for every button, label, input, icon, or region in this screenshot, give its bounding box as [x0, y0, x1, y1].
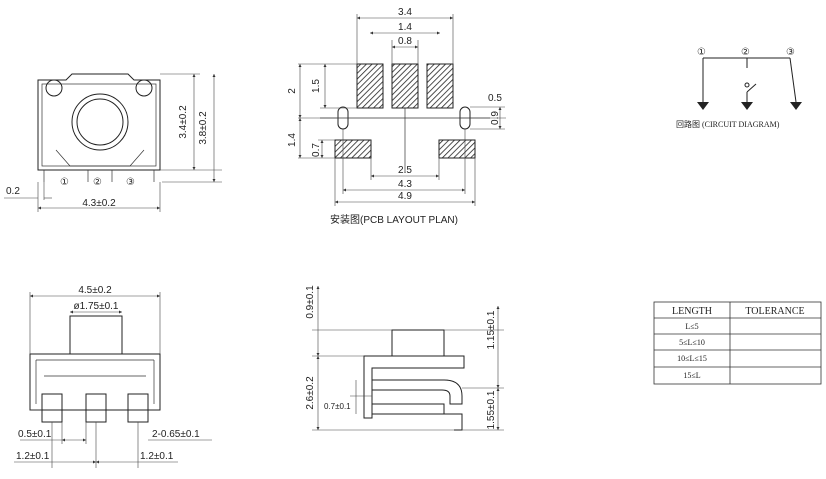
pin-label-2: ② — [93, 177, 102, 188]
side-body — [363, 355, 465, 419]
dim-lead-offset: 0.2 — [6, 186, 20, 197]
pcb-pad-right-bottom — [438, 139, 476, 159]
front-lead-right — [127, 393, 149, 423]
dim-side-top-to-pad: 1.15±0.1 — [486, 310, 497, 349]
table-cell-length-1: L≤5 — [685, 322, 698, 331]
dim-side-body-height: 2.6±0.2 — [305, 376, 316, 410]
dim-height-outer: 3.8±0.2 — [198, 111, 209, 145]
side-actuator — [391, 329, 445, 357]
dim-side-actuator-height: 0.9±0.1 — [305, 285, 316, 319]
pcb-layout-caption: 安装图(PCB LAYOUT PLAN) — [330, 213, 458, 226]
pcb-layout: 3.4 1.4 0.8 2 1.5 1.4 0.7 0.9 0.5 2. — [287, 7, 506, 226]
dim-pcb-pad-height: 1.5 — [311, 79, 322, 93]
ground-arrow-2 — [741, 102, 753, 110]
circuit-pin-3: ③ — [786, 47, 795, 58]
dim-front-width: 4.5±0.2 — [78, 285, 112, 296]
front-actuator — [69, 315, 123, 355]
corner-hole-left — [45, 79, 63, 97]
top-view: ① ② ③ 3.4±0.2 3.8±0.2 0.2 4.3±0.2 — [4, 73, 222, 212]
actuator-inner-circle — [76, 98, 124, 146]
circuit-switch-contact — [744, 82, 750, 88]
tolerance-table: LENGTH TOLERANCE L≤5 5≤L≤10 10≤L≤15 15≤L — [653, 301, 822, 385]
circuit-pin-1: ① — [697, 47, 706, 58]
circuit-diagram: ① ② ③ 回路图 (CIRCUIT DIAGRAM) — [676, 47, 802, 129]
dim-pcb-slot-span: 0.9 — [490, 111, 501, 125]
side-view: 0.9±0.1 2.6±0.2 0.7±0.1 1.15±0.1 1.55±0.… — [305, 285, 504, 431]
dim-pcb-slot-height: 1.4 — [287, 133, 298, 147]
corner-hole-right — [135, 79, 153, 97]
top-view-body — [37, 73, 161, 171]
table-cell-length-4: 15≤L — [683, 371, 700, 380]
dim-side-lead-offset: 0.7±0.1 — [324, 402, 351, 411]
dim-pcb-right-offset: 0.5 — [488, 93, 502, 104]
dim-front-pitch-right: 1.2±0.1 — [140, 451, 174, 462]
dim-pcb-inner-span: 2.5 — [398, 165, 412, 176]
pcb-pad-2 — [391, 63, 419, 109]
dim-side-pad-height: 1.55±0.1 — [486, 390, 497, 429]
pcb-pad-left-bottom — [334, 139, 372, 159]
ground-arrow-3 — [790, 102, 802, 110]
dim-pcb-mid-span: 4.3 — [398, 179, 412, 190]
table-header-tolerance: TOLERANCE — [745, 306, 804, 317]
dim-pcb-left-height: 2 — [287, 88, 298, 94]
table-header-length: LENGTH — [672, 306, 712, 317]
circuit-pin-2: ② — [741, 47, 750, 58]
table-cell-length-3: 10≤L≤15 — [677, 354, 707, 363]
table-cell-length-2: 5≤L≤10 — [679, 338, 705, 347]
front-lead-center — [85, 393, 107, 423]
dim-pcb-top-width: 3.4 — [398, 7, 412, 18]
ground-arrow-1 — [697, 102, 709, 110]
front-body — [29, 353, 161, 411]
side-foot — [444, 413, 463, 431]
circuit-caption: 回路图 (CIRCUIT DIAGRAM) — [676, 119, 780, 129]
dim-front-pitch-left: 1.2±0.1 — [16, 451, 50, 462]
dim-pcb-pad-width: 0.8 — [398, 36, 412, 47]
front-lead-left — [41, 393, 63, 423]
circuit-switch-lever — [746, 83, 757, 93]
dim-front-actuator: ø1.75±0.1 — [74, 301, 119, 312]
dim-pcb-bottom-pad-height: 0.7 — [311, 143, 322, 157]
pin-label-1: ① — [60, 177, 69, 188]
dim-pcb-pitch: 1.4 — [398, 22, 412, 33]
dim-pcb-outer-span: 4.9 — [398, 191, 412, 202]
dim-width: 4.3±0.2 — [82, 198, 116, 209]
dim-front-lead-width: 0.5±0.1 — [18, 429, 52, 440]
side-lead-bend — [372, 379, 463, 405]
pin-label-3: ③ — [126, 177, 135, 188]
top-view-chamfer — [55, 149, 145, 167]
front-view: 4.5±0.2 ø1.75±0.1 0.5±0.1 2-0.65±0.1 1.2… — [14, 285, 212, 468]
pcb-pad-3 — [426, 63, 454, 109]
dim-front-lead-thickness: 2-0.65±0.1 — [152, 429, 200, 440]
actuator-outer-circle — [71, 93, 129, 151]
dim-height-inner: 3.4±0.2 — [178, 105, 189, 139]
pcb-pad-1 — [356, 63, 384, 109]
